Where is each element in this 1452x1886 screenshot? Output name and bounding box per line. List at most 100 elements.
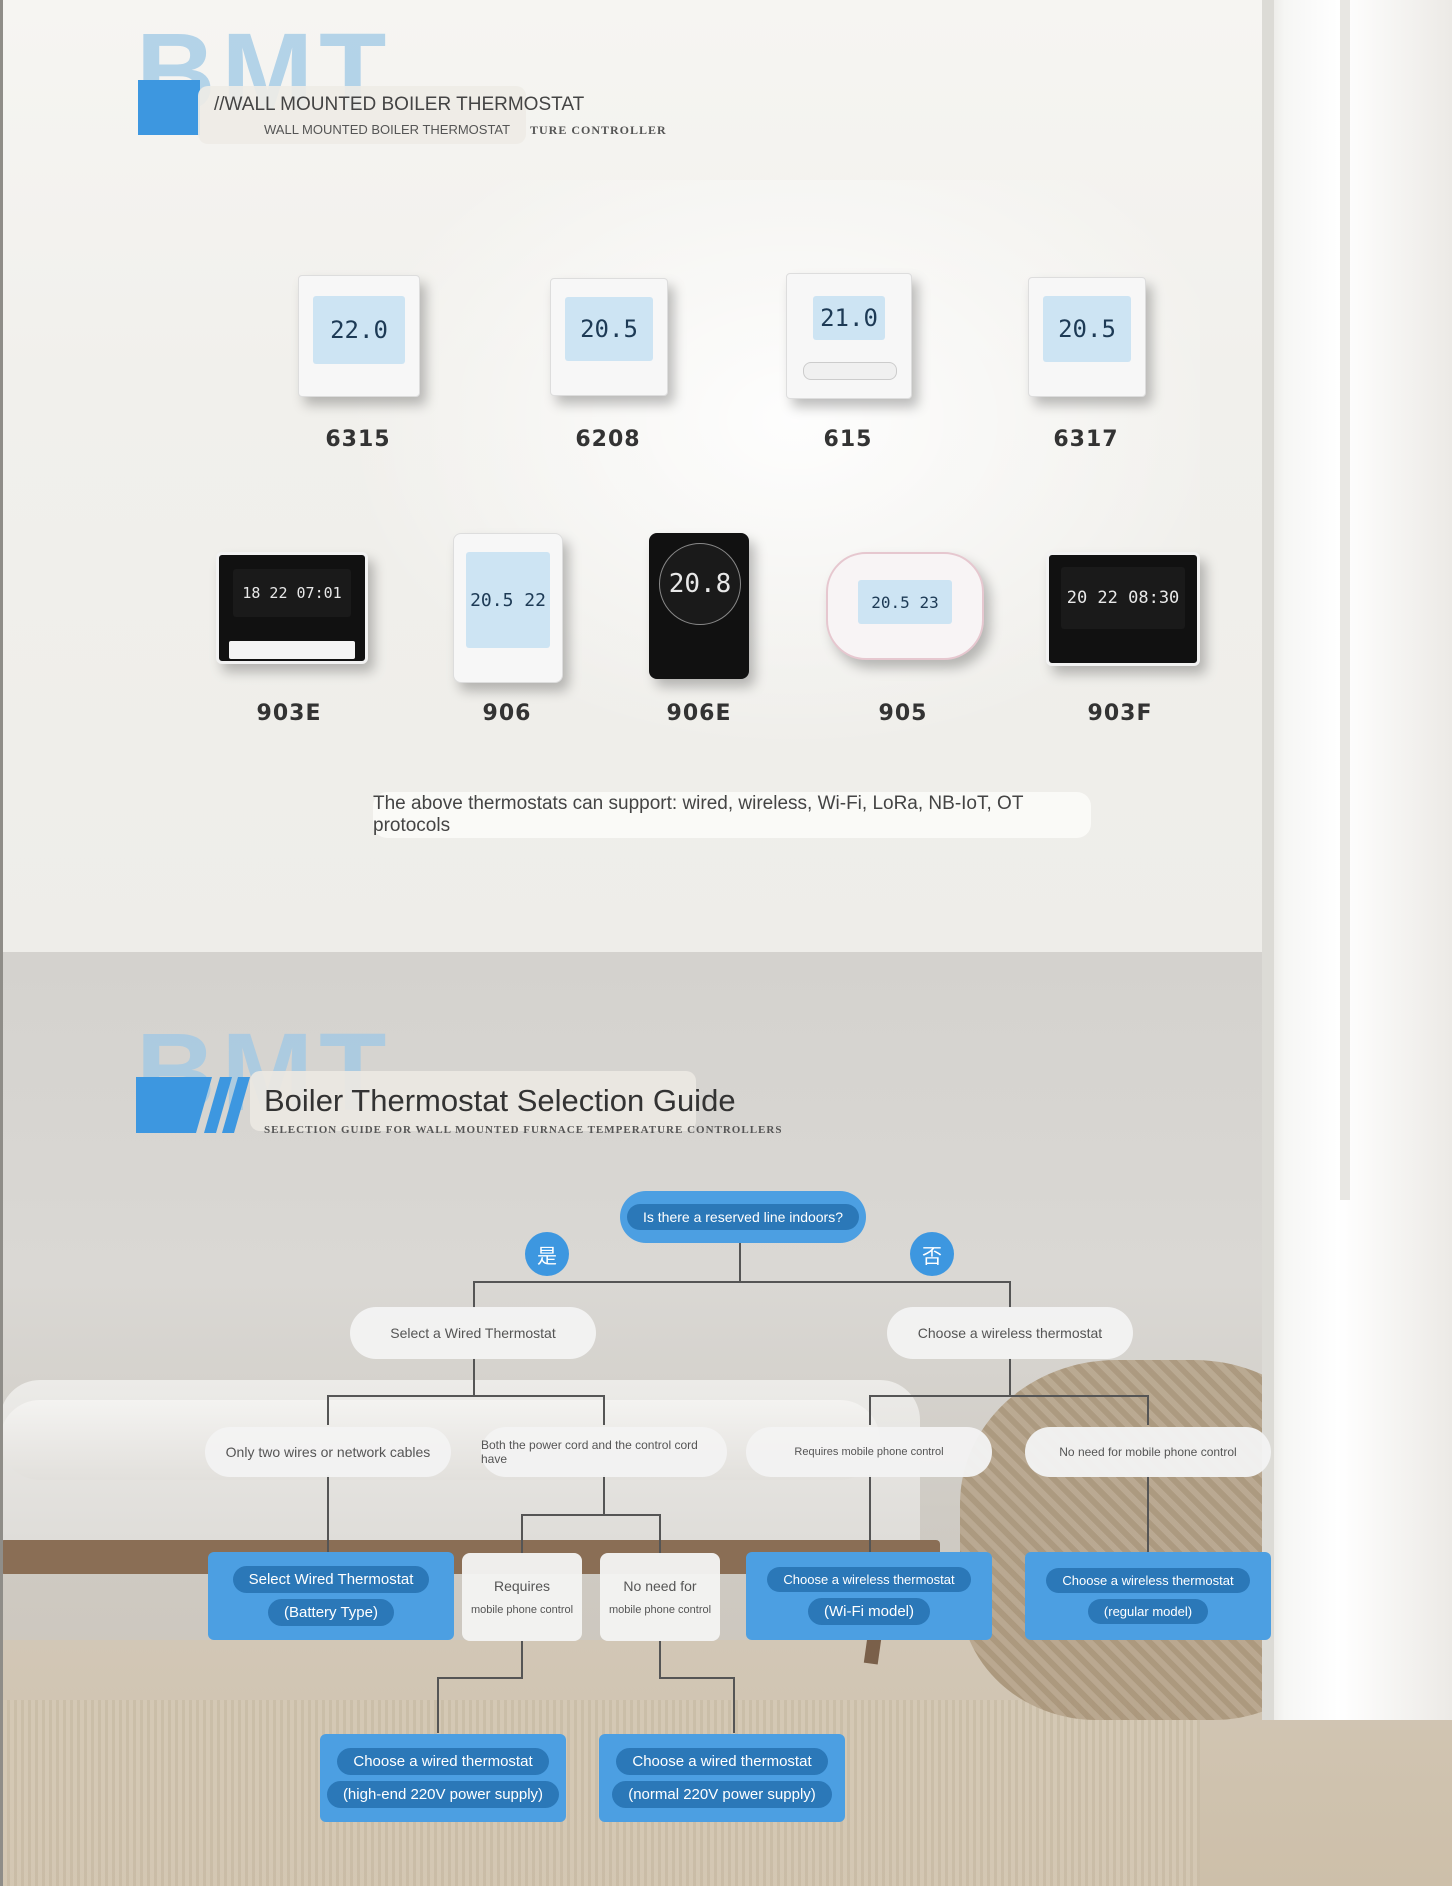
section-title: //WALL MOUNTED BOILER THERMOSTAT	[214, 94, 585, 115]
product-615[interactable]: 21.0 615	[786, 273, 912, 460]
thermostat-image: 18 22 07:01	[216, 552, 368, 664]
node-line-2: mobile phone control	[470, 1604, 574, 1616]
section-title: Boiler Thermostat Selection Guide	[264, 1083, 736, 1118]
thermostat-image: 20.5 23	[826, 552, 984, 660]
product-905[interactable]: 20.5 23 905	[826, 552, 984, 734]
thermostat-screen: 20 22 08:30	[1061, 567, 1185, 629]
result-battery-wired[interactable]: Select Wired Thermostat (Battery Type)	[208, 1552, 454, 1640]
thermostat-image: 20.5	[550, 278, 668, 396]
flow-root-node[interactable]: Is there a reserved line indoors?	[620, 1191, 866, 1243]
result-highend-wired[interactable]: Choose a wired thermostat (high-end 220V…	[320, 1734, 566, 1822]
product-906[interactable]: 20.5 22 906	[453, 533, 563, 734]
product-6208[interactable]: 20.5 6208	[550, 278, 668, 460]
connector-line	[869, 1475, 871, 1552]
connector-line	[659, 1641, 661, 1678]
flow-node-requires-phone-wired[interactable]: Requires mobile phone control	[462, 1553, 582, 1641]
connector-line	[437, 1677, 439, 1733]
connector-line	[869, 1395, 1149, 1397]
connector-line	[659, 1514, 661, 1554]
connector-line	[327, 1395, 329, 1425]
protocol-support-note: The above thermostats can support: wired…	[373, 792, 1091, 838]
model-label: 906	[482, 701, 532, 726]
flow-node-wireless[interactable]: Choose a wireless thermostat	[887, 1307, 1133, 1359]
product-903F[interactable]: 20 22 08:30 903F	[1046, 552, 1200, 734]
section-tagline: SELECTION GUIDE FOR WALL MOUNTED FURNACE…	[264, 1124, 783, 1136]
bottom-strip	[229, 641, 355, 659]
result-line-2: (normal 220V power supply)	[612, 1781, 832, 1808]
connector-line	[437, 1677, 523, 1679]
product-906E[interactable]: 20.8 906E	[649, 533, 749, 734]
model-label: 6315	[325, 427, 391, 452]
connector-line	[733, 1677, 735, 1733]
model-label: 903E	[256, 701, 322, 726]
connector-line	[659, 1677, 735, 1679]
model-label: 615	[823, 427, 873, 452]
no-badge: 否	[910, 1232, 954, 1276]
connector-line	[603, 1475, 605, 1515]
node-line-1: No need for	[623, 1578, 697, 1594]
section-header-pill: Boiler Thermostat Selection Guide	[250, 1071, 736, 1131]
thermostat-screen: 22.0	[313, 296, 405, 364]
result-line-1: Choose a wireless thermostat	[767, 1567, 971, 1592]
thermostat-image: 20.5	[1028, 277, 1146, 397]
connector-line	[473, 1358, 475, 1396]
model-label: 6317	[1053, 427, 1119, 452]
window-frame	[1262, 0, 1452, 1720]
result-wifi-wireless[interactable]: Choose a wireless thermostat (Wi-Fi mode…	[746, 1552, 992, 1640]
result-line-1: Choose a wireless thermostat	[1046, 1568, 1250, 1593]
thermostat-image: 21.0	[786, 273, 912, 399]
thermostat-image: 20.8	[649, 533, 749, 679]
connector-line	[739, 1241, 741, 1281]
model-label: 903F	[1087, 701, 1153, 726]
flow-root-label: Is there a reserved line indoors?	[627, 1204, 859, 1230]
result-line-1: Choose a wired thermostat	[337, 1748, 549, 1775]
flow-node-wired[interactable]: Select a Wired Thermostat	[350, 1307, 596, 1359]
flow-node-no-phone-wired[interactable]: No need for mobile phone control	[600, 1553, 720, 1641]
thermostat-screen: 20.5 22	[466, 552, 550, 648]
thermostat-image: 22.0	[298, 275, 420, 397]
model-label: 6208	[575, 427, 641, 452]
connector-line	[473, 1281, 1011, 1283]
thermostat-screen: 20.5	[565, 297, 653, 361]
result-line-1: Choose a wired thermostat	[616, 1748, 828, 1775]
connector-line	[1147, 1475, 1149, 1552]
connector-line	[603, 1395, 605, 1425]
node-line-2: mobile phone control	[608, 1604, 712, 1616]
connector-line	[473, 1281, 475, 1308]
button-bar	[803, 362, 897, 380]
product-6315[interactable]: 22.0 6315	[298, 275, 420, 460]
page-left-edge	[0, 0, 3, 1886]
connector-line	[521, 1514, 523, 1554]
flow-node-no-phone[interactable]: No need for mobile phone control	[1025, 1427, 1271, 1477]
thermostat-screen: 18 22 07:01	[233, 569, 351, 617]
window-mullion	[1340, 0, 1350, 1200]
result-line-2: (high-end 220V power supply)	[326, 1781, 560, 1808]
section-header-pill: //WALL MOUNTED BOILER THERMOSTAT WALL MO…	[198, 86, 584, 144]
connector-line	[521, 1641, 523, 1678]
thermostat-image: 20.5 22	[453, 533, 563, 683]
window-edge	[1262, 0, 1274, 1720]
flow-node-both-cords[interactable]: Both the power cord and the control cord…	[481, 1427, 727, 1477]
connector-line	[327, 1395, 605, 1397]
connector-line	[1009, 1358, 1011, 1396]
section-subtitle: WALL MOUNTED BOILER THERMOSTAT	[264, 122, 511, 137]
node-line-1: Requires	[493, 1578, 551, 1594]
thermostat-image: 20 22 08:30	[1046, 552, 1200, 666]
result-line-1: Select Wired Thermostat	[232, 1566, 430, 1593]
connector-line	[327, 1475, 329, 1552]
brand-square	[138, 80, 200, 135]
flow-node-requires-phone[interactable]: Requires mobile phone control	[746, 1427, 992, 1477]
flow-node-two-wires[interactable]: Only two wires or network cables	[205, 1427, 451, 1477]
thermostat-screen: 20.8	[659, 543, 741, 625]
product-6317[interactable]: 20.5 6317	[1028, 277, 1146, 460]
thermostat-screen: 20.5	[1043, 296, 1131, 362]
result-regular-wireless[interactable]: Choose a wireless thermostat (regular mo…	[1025, 1552, 1271, 1640]
brand-slash-mark	[136, 1077, 250, 1133]
result-line-2: (Wi-Fi model)	[808, 1598, 930, 1625]
result-normal-wired[interactable]: Choose a wired thermostat (normal 220V p…	[599, 1734, 845, 1822]
result-line-2: (Battery Type)	[268, 1599, 394, 1626]
section-tagline: TURE CONTROLLER	[530, 123, 667, 137]
model-label: 905	[878, 701, 928, 726]
thermostat-screen: 20.5 23	[858, 580, 952, 624]
product-903E[interactable]: 18 22 07:01 903E	[216, 552, 368, 734]
